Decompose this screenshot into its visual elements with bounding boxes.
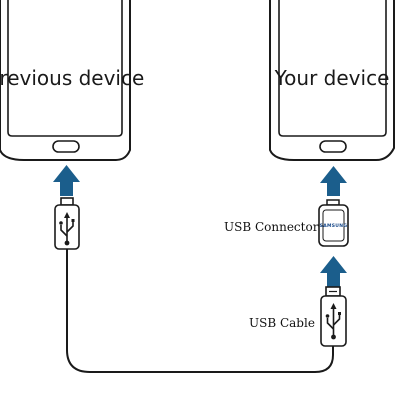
right-usb-plug: [320, 286, 347, 347]
right-home-button: [319, 140, 347, 153]
usb-cable-wire: [66, 249, 334, 373]
usb-connector-label: USB Connector: [224, 220, 319, 234]
left-home-button: [52, 140, 80, 153]
up-arrow-icon: [53, 165, 80, 196]
left-phone-icon: [0, 0, 131, 161]
up-arrow-icon: [320, 166, 347, 196]
right-device-label: Your device: [274, 66, 390, 90]
usb-symbol-icon: [325, 303, 341, 340]
up-arrow-icon: [320, 256, 347, 287]
connector-brand-label: SAMSUNG: [320, 223, 348, 229]
left-usb-plug: [54, 197, 80, 250]
left-device-label: Previous device: [0, 66, 144, 90]
usb-connector-adapter-icon: SAMSUNG: [318, 199, 349, 247]
usb-cable-label: USB Cable: [249, 316, 315, 330]
right-phone-icon: [269, 0, 395, 161]
usb-symbol-icon: [59, 212, 75, 246]
